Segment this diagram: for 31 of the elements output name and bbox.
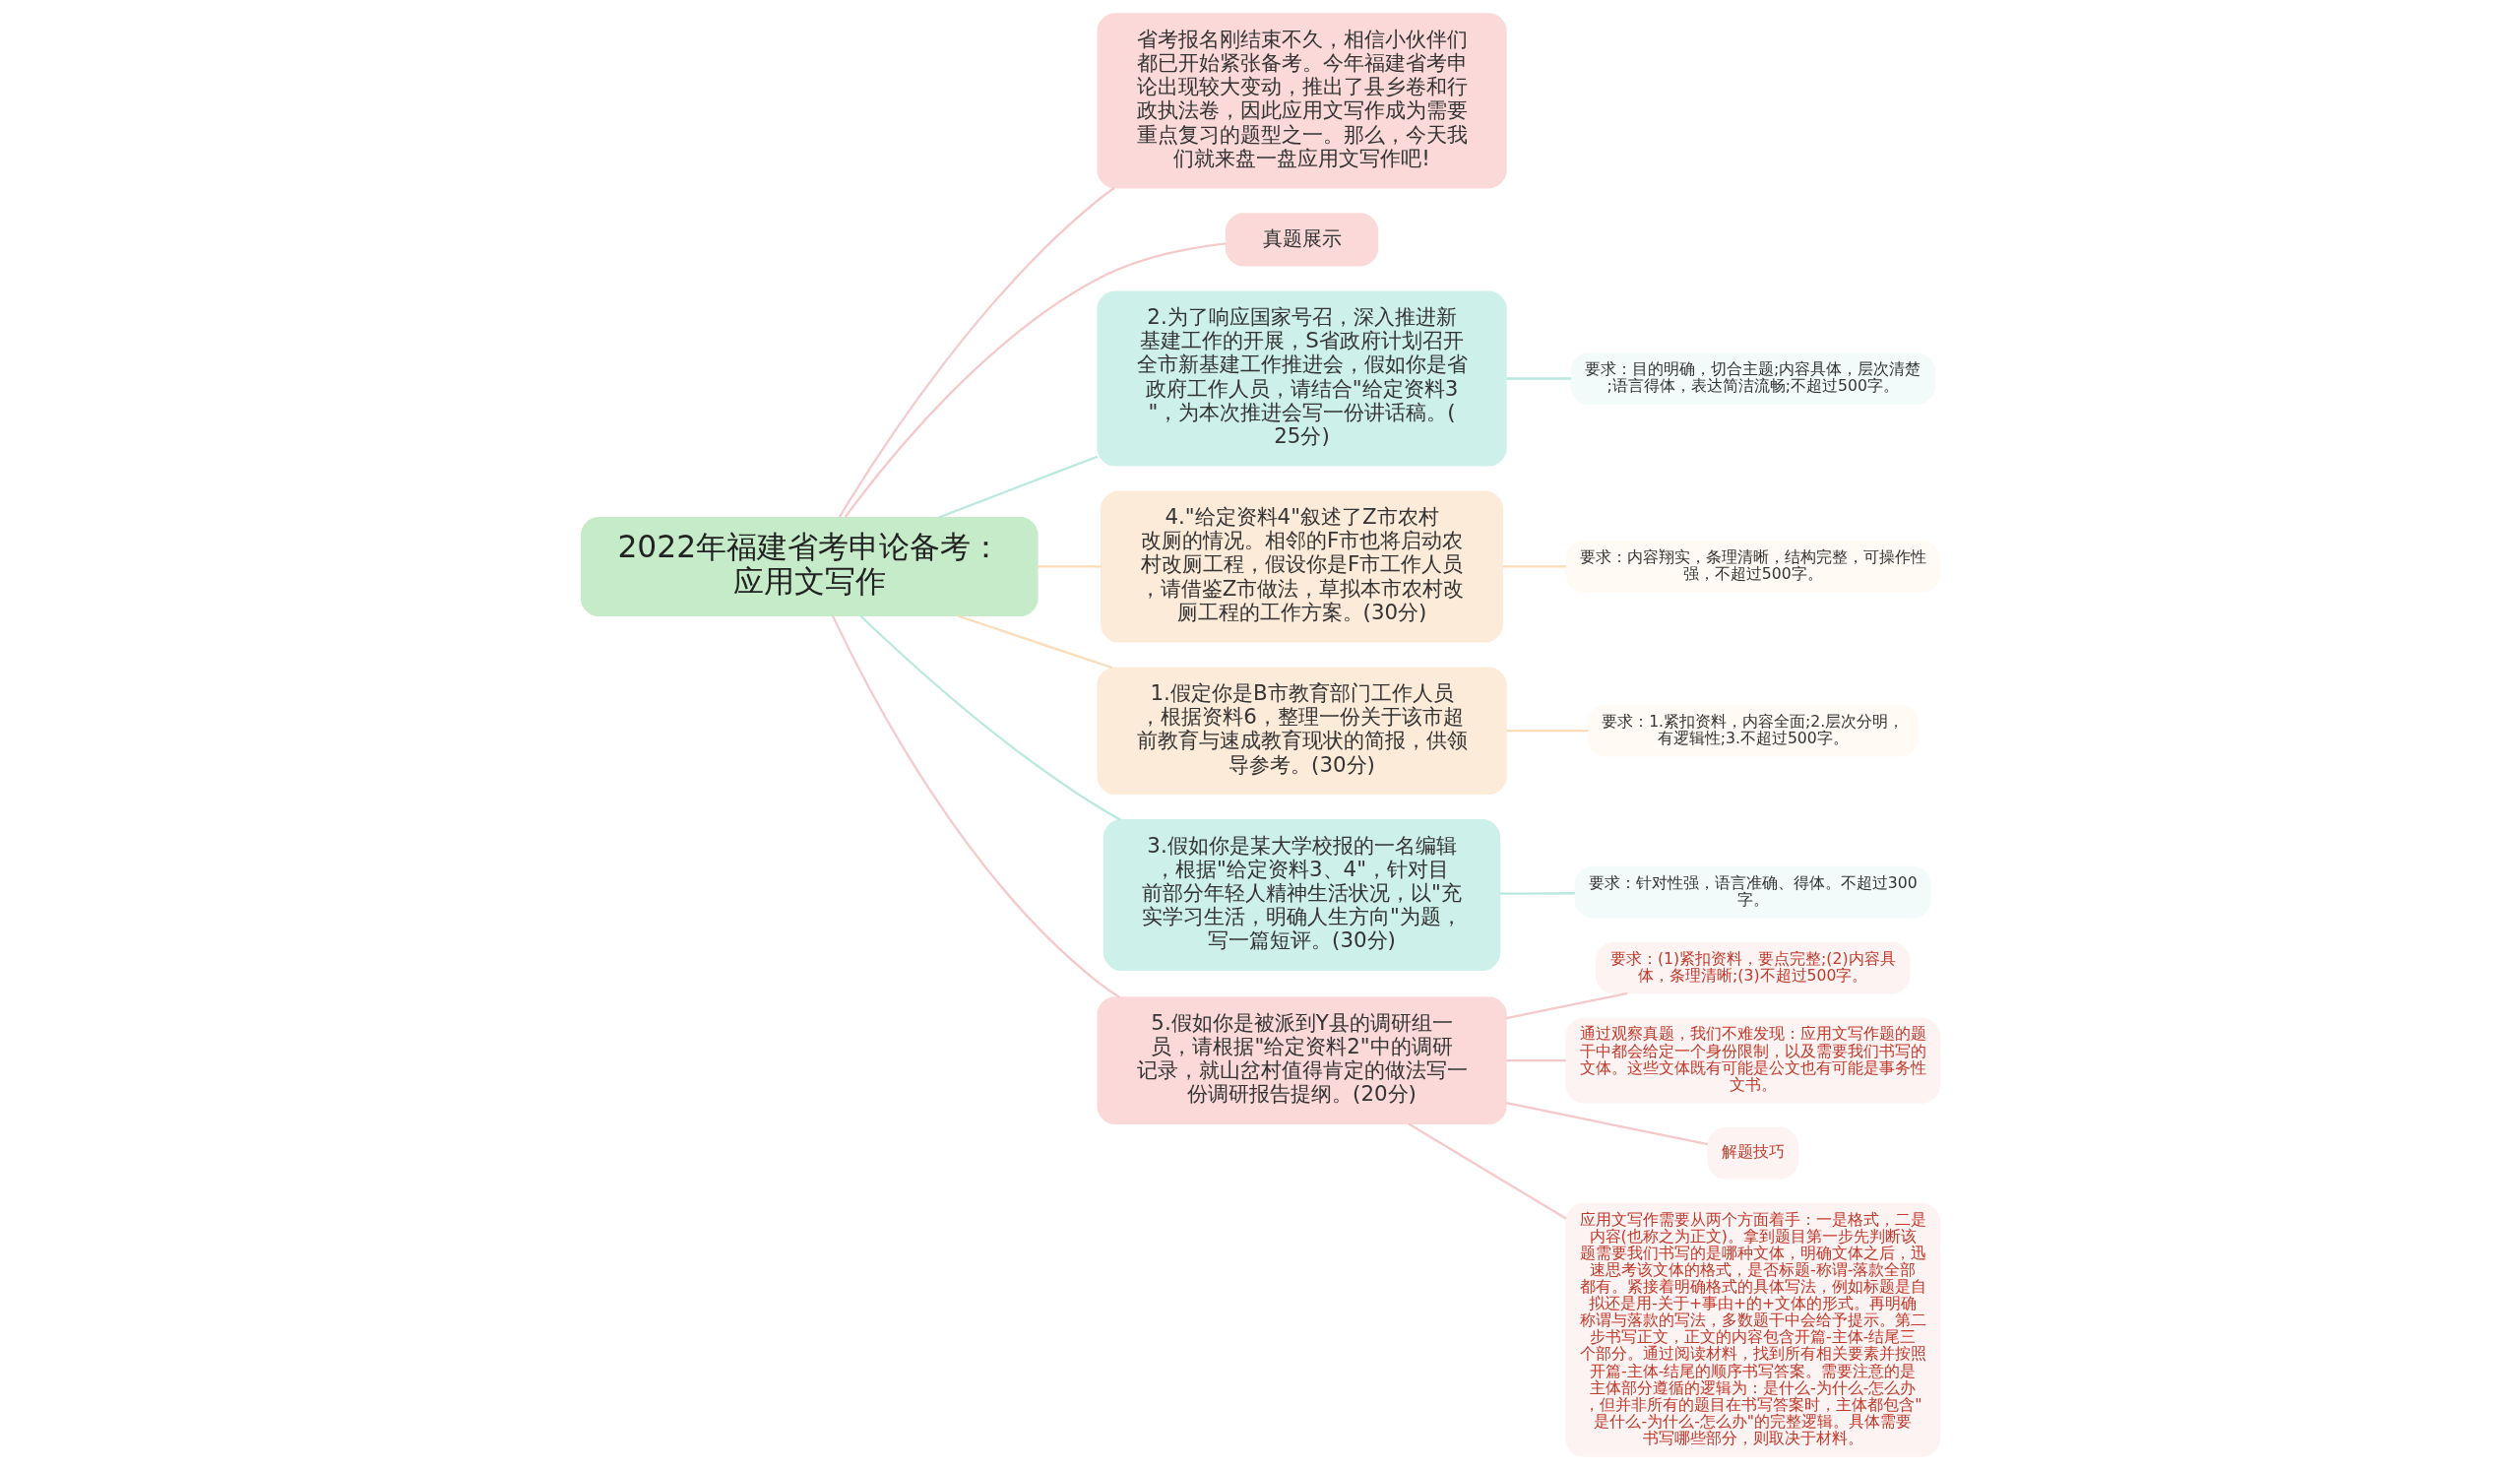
node-box: 3.假如你是某大学校报的一名编辑，根据"给定资料3、4"，针对目前部分年轻人精神生活状况，以"充实学习生活，明确人生方向"为题，写一篇短评。(30分) — [1102, 819, 1500, 971]
connector — [844, 242, 1226, 518]
connector — [1505, 1059, 1566, 1062]
connector — [838, 186, 1115, 518]
connector — [1407, 1122, 1567, 1220]
node-box: 要求：(1)紧扣资料，要点完整;(2)内容具体，条理清晰;(3)不超过500字。 — [1595, 941, 1910, 994]
connector — [1037, 565, 1102, 568]
connector — [1502, 565, 1566, 568]
node-box: 4."给定资料4"叙述了Z市农村改厕的情况。相邻的F市也将启动农村改厕工程，假设你是F市工作人员，请借鉴Z市做法，草拟本市农村改厕工程的工作方案。(30分) — [1100, 490, 1503, 643]
node-box: 要求：1.紧扣资料，内容全面;2.层次分明，有逻辑性;3.不超过500字。 — [1587, 704, 1919, 757]
node-box: 5.假如你是被派到Y县的调研组一员，请根据"给定资料2"中的调研记录，就山岔村值得肯定的做法写一份调研报告提纲。(20分) — [1096, 996, 1507, 1124]
node-box: 2022年福建省考申论备考：应用文写作 — [580, 516, 1039, 617]
connector — [1505, 991, 1628, 1020]
node-box: 真题展示 — [1225, 213, 1378, 267]
connector — [1505, 1101, 1708, 1146]
connector — [957, 614, 1112, 670]
connector — [937, 455, 1098, 519]
connector — [1505, 377, 1571, 380]
node-box: 通过观察真题，我们不难发现：应用文写作题的题干中都会给定一个身份限制，以及需要我们书写的文体。这些文体既有可能是公文也有可能是事务性文书。 — [1564, 1017, 1940, 1104]
node-box: 要求：针对性强，语言准确、得体。不超过300字。 — [1574, 865, 1931, 919]
node-box: 1.假定你是B市教育部门工作人员，根据资料6，整理一份关于该市超前教育与速成教育现状的简报，供领导参考。(30分) — [1096, 667, 1507, 796]
node-box: 2.为了响应国家号召，深入推进新基建工作的开展，S省政府计划召开全市新基建工作推进会，假如你是省政府工作人员，请结合"给定资料3"，为本次推进会写一份讲话稿。(25分) — [1096, 290, 1507, 467]
node-box: 解题技巧 — [1706, 1126, 1798, 1180]
connector — [831, 615, 1120, 998]
node-box: 应用文写作需要从两个方面着手：一是格式，二是内容(也称之为正文)。拿到题目第一步先判断该题需要我们书写的是哪种文体，明确文体之后，迅速思考该文体的格式，是否标题-称谓-落款全部都有。紧接着明确格式的具体写法，例如标题是自拟还是用-关于+事由+的+文体的形式。再明确称谓与落款的写法，多数题干中会给予提示。第二步书写正文，正文的内容包含开篇-主体-结尾三个部分。通过阅读材料，找到所有相关要素并按照开篇-主体-结尾的顺序书写答案。需要注意的是主体部分遵循的逻辑为：是什么-为什么-怎么办，但并非所有的题目在书写答案时，主体都包含"是什么-为什么-怎么办"的完整逻辑。具体需要书写哪些部分，则取决于材料。 — [1564, 1202, 1940, 1457]
connector — [1499, 892, 1575, 895]
node-box: 要求：目的明确，切合主题;内容具体，层次清楚;语言得体，表达简洁流畅;不超过500字。 — [1569, 352, 1935, 405]
connector — [1505, 730, 1588, 733]
node-box: 要求：内容翔实，条理清晰，结构完整，可操作性强，不超过500字。 — [1564, 541, 1940, 593]
connector — [859, 614, 1121, 821]
node-box: 省考报名刚结束不久，相信小伙伴们都已开始紧张备考。今年福建省考申论出现较大变动，推出了县乡卷和行政执法卷，因此应用文写作成为需要重点复习的题型之一。那么，今天我们就来盘一盘应用文写作吧! — [1096, 13, 1507, 189]
